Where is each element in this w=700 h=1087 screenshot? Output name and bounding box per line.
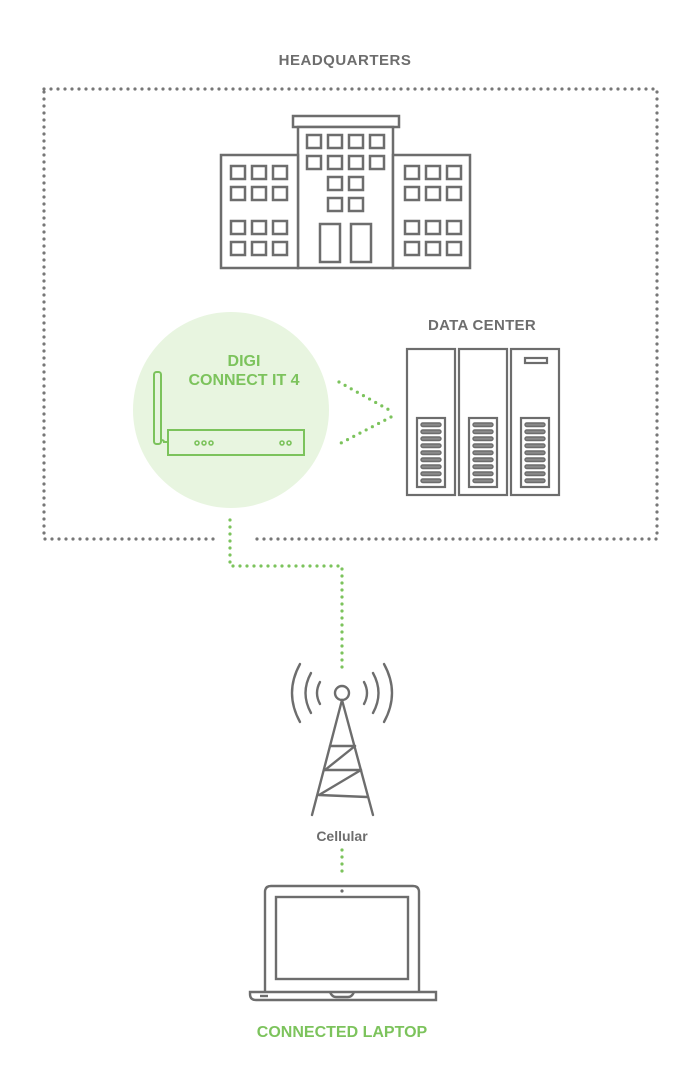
server-drive-slot bbox=[472, 464, 494, 470]
window bbox=[368, 133, 386, 150]
server-cabinet bbox=[509, 347, 561, 497]
server-drive-slot bbox=[524, 478, 546, 484]
window bbox=[250, 164, 268, 181]
router-antenna bbox=[153, 371, 162, 445]
server-drive-slot bbox=[420, 471, 442, 477]
server-drive-slot bbox=[472, 450, 494, 456]
window bbox=[305, 133, 323, 150]
window bbox=[445, 240, 463, 257]
window bbox=[368, 154, 386, 171]
server-drive-slot bbox=[420, 422, 442, 428]
window bbox=[347, 175, 365, 192]
window bbox=[271, 164, 289, 181]
window bbox=[424, 219, 442, 236]
router-datacenter-link bbox=[337, 380, 393, 445]
window bbox=[403, 164, 421, 181]
server-drive-slot bbox=[472, 443, 494, 449]
window bbox=[445, 185, 463, 202]
window bbox=[445, 219, 463, 236]
server-drive-slot bbox=[472, 429, 494, 435]
office-building-icon bbox=[219, 114, 472, 270]
server-drive-slot bbox=[420, 436, 442, 442]
window bbox=[326, 154, 344, 171]
window bbox=[445, 164, 463, 181]
server-drive-slot bbox=[472, 457, 494, 463]
window bbox=[250, 219, 268, 236]
router-tower-link bbox=[228, 518, 344, 675]
server-drive-slot bbox=[524, 443, 546, 449]
window bbox=[403, 185, 421, 202]
window bbox=[250, 240, 268, 257]
window bbox=[326, 175, 344, 192]
server-drive-slot bbox=[524, 436, 546, 442]
server-drive-slot bbox=[524, 464, 546, 470]
window bbox=[250, 185, 268, 202]
window bbox=[271, 240, 289, 257]
window bbox=[326, 133, 344, 150]
server-drive-slot bbox=[420, 457, 442, 463]
server-drive-slot bbox=[420, 450, 442, 456]
window bbox=[271, 219, 289, 236]
router-icon bbox=[153, 371, 305, 456]
data-center-label: DATA CENTER bbox=[428, 317, 536, 334]
server-indicator bbox=[523, 356, 549, 365]
window bbox=[403, 219, 421, 236]
window bbox=[229, 240, 247, 257]
server-drive-slot bbox=[420, 443, 442, 449]
router-body bbox=[167, 429, 305, 456]
window bbox=[271, 185, 289, 202]
window bbox=[229, 164, 247, 181]
window bbox=[305, 154, 323, 171]
cellular-label: Cellular bbox=[316, 828, 368, 844]
server-cabinet bbox=[405, 347, 457, 497]
window bbox=[347, 133, 365, 150]
server-drive-bay bbox=[519, 416, 551, 489]
headquarters-boundary bbox=[42, 87, 659, 541]
server-drive-slot bbox=[420, 478, 442, 484]
server-drive-slot bbox=[524, 471, 546, 477]
window bbox=[424, 185, 442, 202]
window bbox=[326, 196, 344, 213]
building-door bbox=[349, 222, 373, 264]
server-drive-slot bbox=[420, 464, 442, 470]
laptop-icon bbox=[248, 884, 438, 1002]
connected-laptop-label: CONNECTED LAPTOP bbox=[257, 1024, 428, 1041]
router-label-line2: CONNECT IT 4 bbox=[188, 372, 299, 389]
headquarters-label: HEADQUARTERS bbox=[279, 52, 412, 69]
router-label-line1: DIGI bbox=[228, 353, 261, 370]
server-drive-slot bbox=[524, 457, 546, 463]
window bbox=[347, 196, 365, 213]
window bbox=[229, 185, 247, 202]
server-drive-slot bbox=[472, 436, 494, 442]
building-door bbox=[318, 222, 342, 264]
cell-tower-icon bbox=[290, 662, 394, 817]
server-drive-bay bbox=[415, 416, 447, 489]
server-drive-slot bbox=[420, 429, 442, 435]
window bbox=[403, 240, 421, 257]
window bbox=[424, 240, 442, 257]
server-drive-slot bbox=[524, 450, 546, 456]
server-drive-bay bbox=[467, 416, 499, 489]
router-highlight-circle bbox=[133, 312, 329, 508]
server-cabinet bbox=[457, 347, 509, 497]
window bbox=[424, 164, 442, 181]
server-drive-slot bbox=[524, 429, 546, 435]
server-drive-slot bbox=[472, 471, 494, 477]
window bbox=[229, 219, 247, 236]
server-drive-slot bbox=[472, 478, 494, 484]
server-drive-slot bbox=[472, 422, 494, 428]
server-rack-icon bbox=[405, 347, 561, 497]
window bbox=[347, 154, 365, 171]
server-drive-slot bbox=[524, 422, 546, 428]
